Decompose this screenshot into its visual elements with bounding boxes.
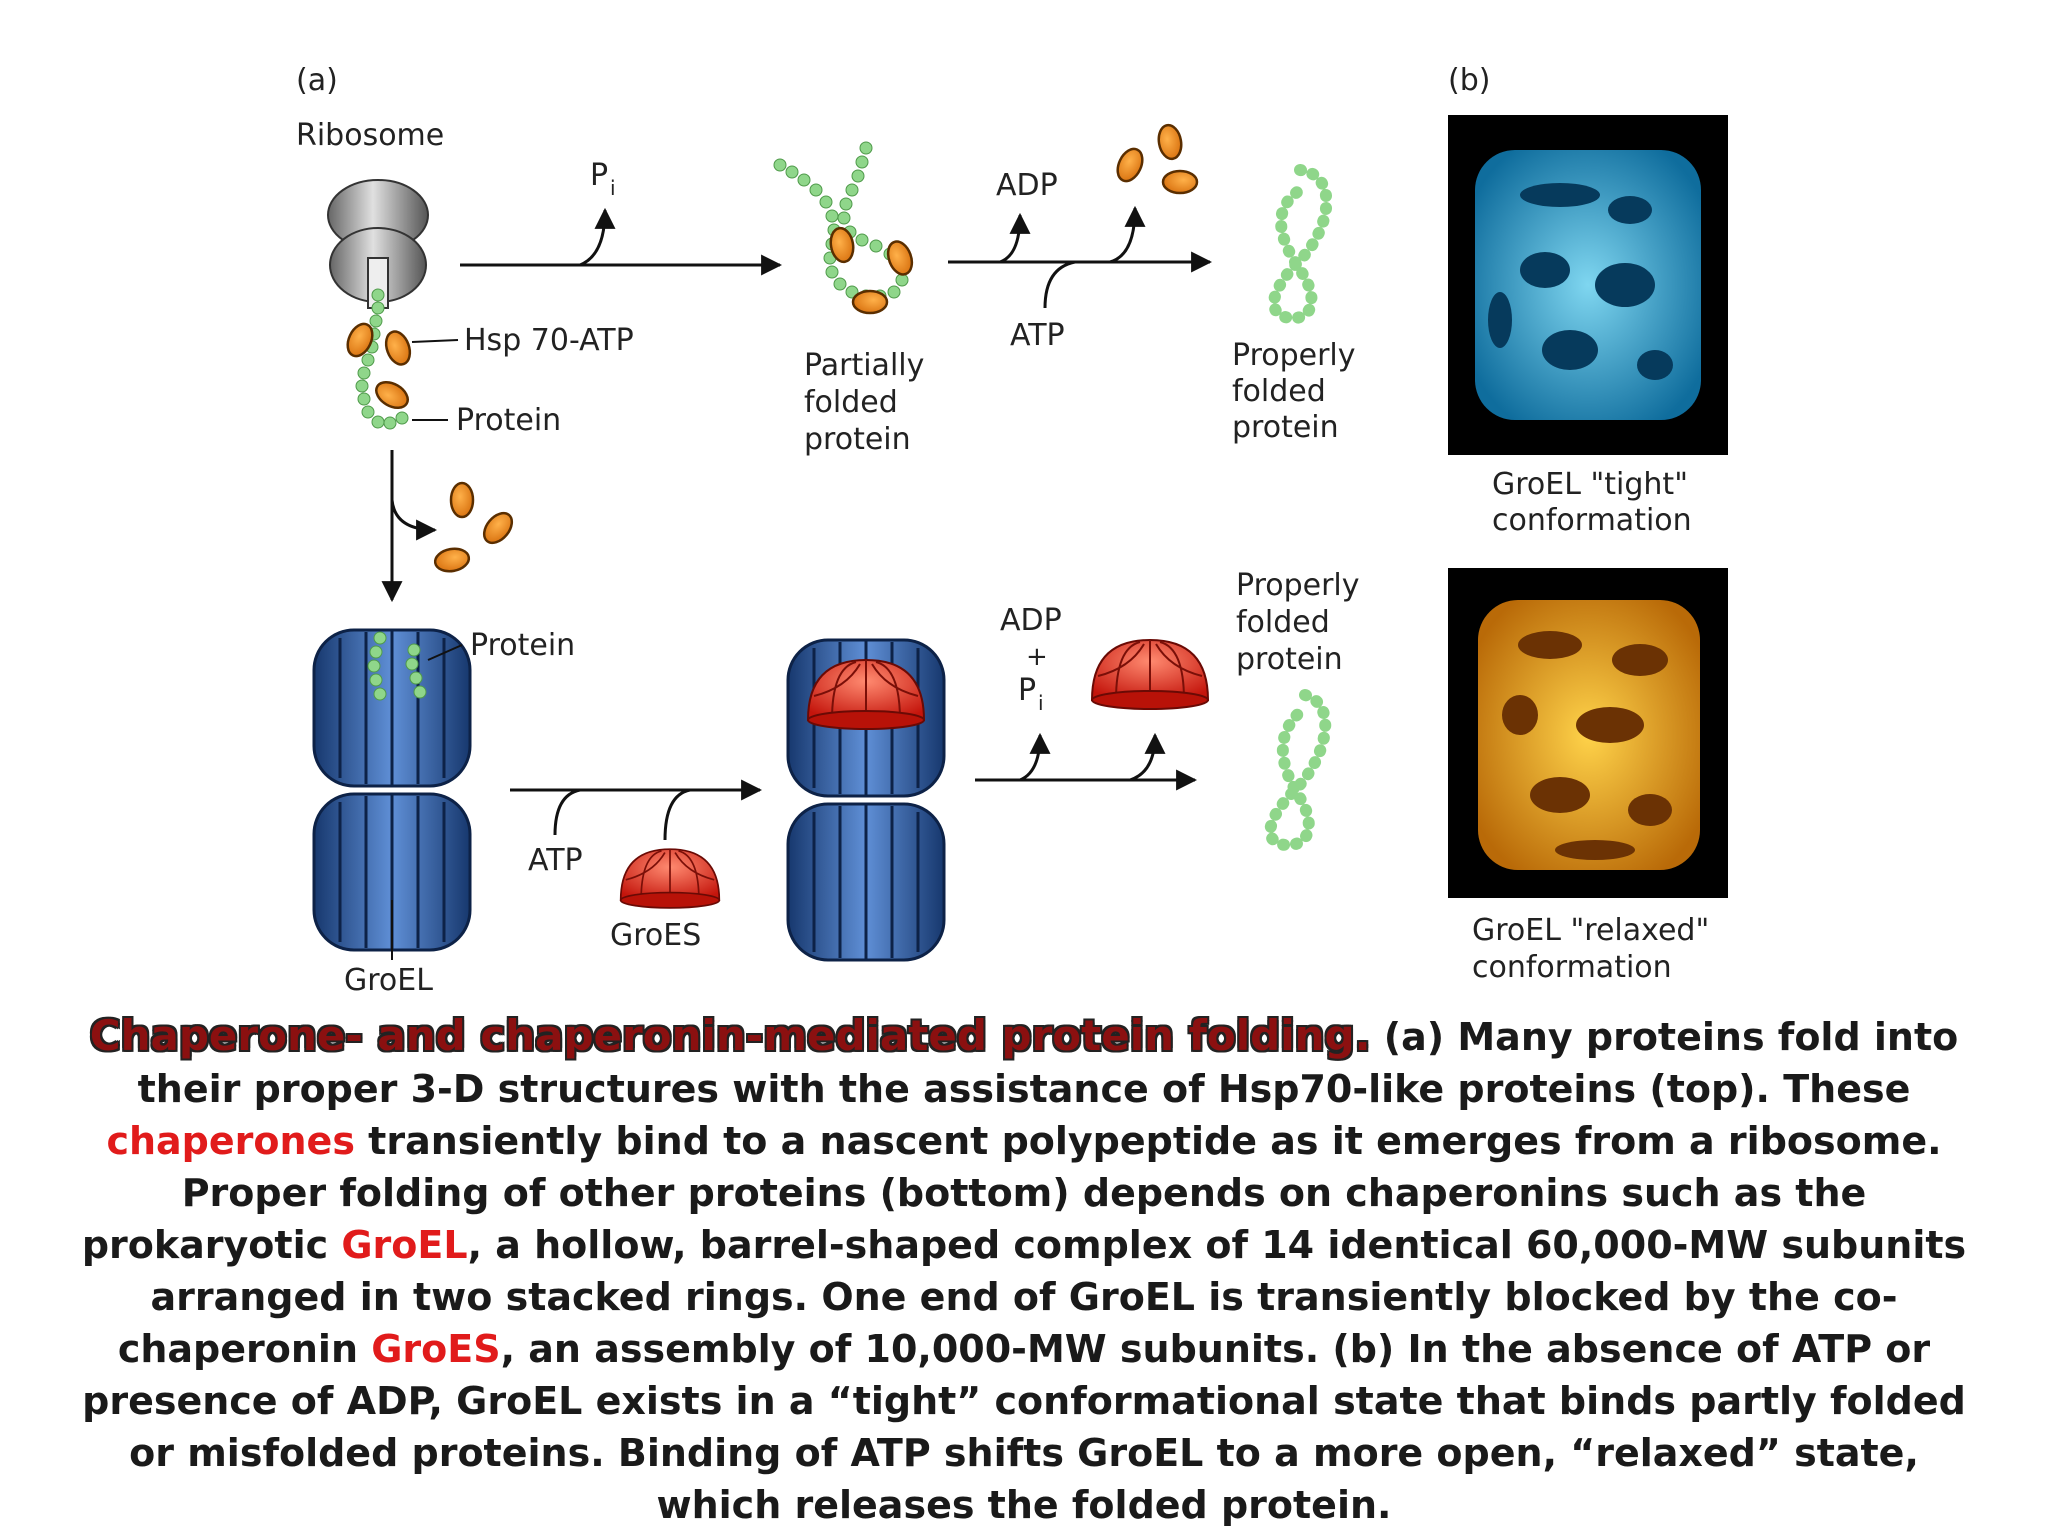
groel-label: GroEL: [344, 963, 433, 998]
dissociated-chaperone-icon: [449, 481, 475, 519]
relaxed-label-1: GroEL "relaxed": [1472, 913, 1709, 948]
properly-folded-top-3: protein: [1232, 410, 1339, 445]
properly-folded-protein-top: [1268, 164, 1333, 325]
released-chaperone-icon: [1161, 169, 1199, 195]
groel-tight-map-image: [1448, 115, 1728, 455]
atp-input-arrow: [1043, 260, 1076, 309]
partially-folded-label-1: Partially: [804, 348, 924, 383]
chaperone-release-arrow: [1109, 205, 1146, 264]
protein-mid-label: Protein: [470, 628, 575, 663]
caption-title: Chaperone- and chaperonin-mediated prote…: [89, 1011, 1371, 1060]
properly-folded-bottom-2: folded: [1236, 605, 1330, 640]
plus-label: +: [1026, 642, 1048, 672]
tight-label-1: GroEL "tight": [1492, 467, 1688, 502]
properly-folded-bottom-3: protein: [1236, 642, 1343, 677]
folding-diagram: (a) (b) Ribosome Hsp 70-ATP Protein P i: [296, 63, 1728, 998]
adp-release-arrow: [999, 212, 1031, 264]
pi-bottom-label: P: [1018, 673, 1036, 708]
hsp70-chaperone-icon: [380, 327, 416, 369]
dissociated-chaperone-icon: [432, 544, 472, 576]
properly-folded-bottom-1: Properly: [1236, 568, 1360, 603]
caption-text: , a hollow, barrel-shaped complex of 14 …: [117, 1223, 1967, 1371]
pi-bottom-subscript: i: [1038, 691, 1044, 715]
adp-pi-release-arrow: [1019, 732, 1051, 782]
partially-folded-protein: [773, 141, 909, 303]
released-chaperone-icon: [1154, 122, 1186, 162]
figure-caption: Chaperone- and chaperonin-mediated prote…: [70, 1010, 1978, 1531]
caption-highlight-groes: GroES: [371, 1327, 501, 1371]
groel-relaxed-map-image: [1448, 568, 1728, 898]
ribosome-label: Ribosome: [296, 118, 444, 153]
bound-protein-strands: [367, 631, 427, 701]
properly-folded-protein-bottom: [1264, 689, 1332, 852]
caption-text: , an assembly of 10,000-MW subunits. (b)…: [82, 1327, 1966, 1527]
protein-mid-leader-line: [427, 644, 463, 661]
chaperone-bound-icon: [882, 237, 918, 279]
chaperone-dissociation-arrow: [390, 499, 438, 541]
groes-input-arrow: [663, 788, 691, 841]
chaperone-bound-icon: [851, 289, 889, 315]
caption-highlight-chaperones: chaperones: [106, 1119, 355, 1163]
panel-a-label: (a): [296, 63, 338, 98]
atp-top-label: ATP: [1010, 318, 1065, 353]
caption-highlight-groel: GroEL: [341, 1223, 468, 1267]
ribosome-icon: [327, 179, 429, 309]
pi-top-subscript: i: [610, 176, 616, 200]
protein-top-label: Protein: [456, 403, 561, 438]
atp-bottom-label: ATP: [528, 843, 583, 878]
caption-text: transiently bind to a nascent polypeptid…: [81, 1119, 1942, 1267]
groes-release-arrow: [1129, 732, 1166, 782]
tight-label-2: conformation: [1492, 503, 1692, 538]
partially-folded-label-2: folded: [804, 385, 898, 420]
properly-folded-top-2: folded: [1232, 374, 1326, 409]
pi-release-arrow: [579, 207, 616, 267]
properly-folded-top-1: Properly: [1232, 338, 1356, 373]
relaxed-label-2: conformation: [1472, 950, 1672, 985]
adp-top-label: ADP: [996, 168, 1058, 203]
groes-label: GroES: [610, 918, 701, 953]
hsp70-chaperone-icon: [370, 375, 414, 415]
released-chaperone-icon: [1111, 143, 1149, 187]
released-groes-icon: [1091, 639, 1209, 710]
panel-b-label: (b): [1448, 63, 1490, 98]
caption-text: (a) Many proteins fold into their proper…: [137, 1015, 1959, 1111]
groes-lid-icon: [619, 848, 721, 909]
partially-folded-label-3: protein: [804, 422, 911, 457]
adp-bottom-label: ADP: [1000, 603, 1062, 638]
atp-bottom-input-arrow: [553, 788, 581, 836]
pi-top-label: P: [590, 158, 608, 193]
hsp70-leader-line: [411, 339, 459, 343]
dissociated-chaperone-icon: [477, 506, 519, 550]
hsp70-label: Hsp 70-ATP: [464, 323, 634, 358]
